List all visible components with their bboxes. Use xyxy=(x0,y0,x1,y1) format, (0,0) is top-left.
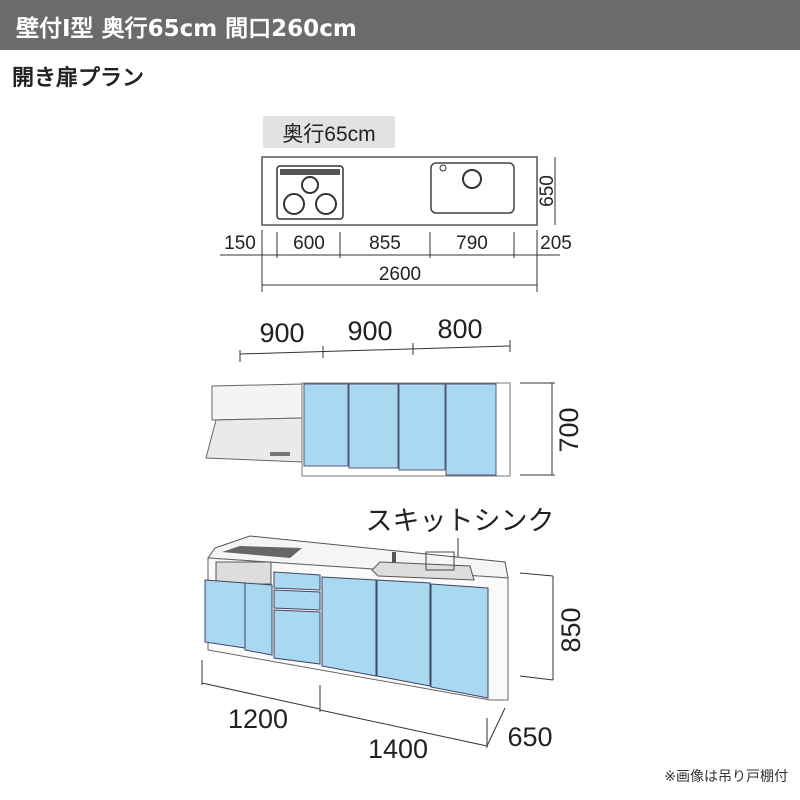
dish-basket xyxy=(425,551,455,571)
dim-600: 600 xyxy=(293,233,325,254)
dim-total: 2600 xyxy=(379,264,421,285)
plan-depth-dim: 650 xyxy=(537,175,558,207)
base-height: 850 xyxy=(556,607,586,652)
plan-view: 奥行65cm 650 150 600 855 790 xyxy=(220,116,572,292)
depth-label-box xyxy=(263,116,395,148)
base-door-2 xyxy=(244,582,273,656)
plan-subtitle: 開き扉プラン xyxy=(12,66,145,91)
drawer-3 xyxy=(273,609,321,665)
wall-width-3: 800 xyxy=(437,314,482,344)
wall-door-3 xyxy=(398,383,446,471)
image-note: ※画像は吊り戸棚付 xyxy=(664,769,788,785)
cooktop-icon xyxy=(222,546,302,558)
page-title: 壁付I型 奥行65cm 間口260cm xyxy=(16,16,357,42)
wall-width-2: 900 xyxy=(347,316,392,346)
dim-150: 150 xyxy=(224,233,256,254)
base-cabinets: スキットシンク 850 1200 1400 xyxy=(201,506,586,764)
dim-205: 205 xyxy=(540,233,572,254)
wall-door-2 xyxy=(348,383,399,469)
base-door-3 xyxy=(321,576,377,677)
faucet-icon xyxy=(392,552,396,562)
wall-door-1 xyxy=(303,383,349,467)
wall-height: 700 xyxy=(554,407,584,452)
sink-basin xyxy=(371,561,475,581)
wall-door-4 xyxy=(445,383,497,476)
base-door-5 xyxy=(430,583,489,699)
wall-width-1: 900 xyxy=(259,318,304,348)
header-bar: 壁付I型 奥行65cm 間口260cm xyxy=(0,0,800,50)
stove-icon xyxy=(276,165,344,220)
base-width-2: 1400 xyxy=(368,734,428,764)
grill-panel xyxy=(215,561,272,585)
dim-855: 855 xyxy=(369,233,401,254)
sink-label: スキットシンク xyxy=(366,506,555,536)
base-door-4 xyxy=(376,579,431,687)
depth-label: 奥行65cm xyxy=(282,123,375,146)
base-depth: 650 xyxy=(507,722,552,752)
sink-icon xyxy=(430,162,515,214)
dim-790: 790 xyxy=(456,233,488,254)
drawer-1 xyxy=(273,571,321,591)
drawer-2 xyxy=(273,589,321,611)
base-width-1: 1200 xyxy=(228,704,288,734)
base-door-1 xyxy=(204,579,246,649)
wall-cabinets: 900 900 800 700 xyxy=(205,314,584,477)
range-hood xyxy=(205,383,303,463)
